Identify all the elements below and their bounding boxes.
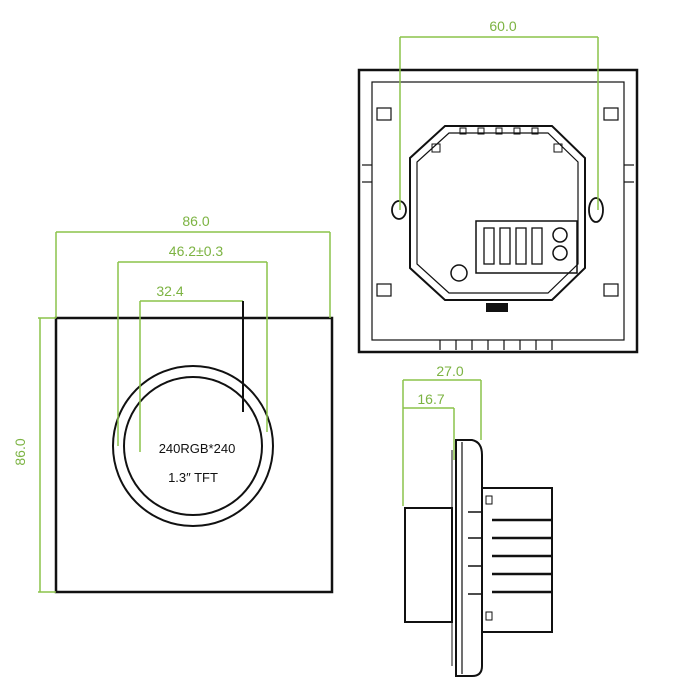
top-tabs <box>431 127 563 153</box>
hole-spacing-dimension: 60.0 <box>399 18 599 210</box>
terminal-block <box>475 220 578 274</box>
mounting-hole-left <box>391 200 407 220</box>
ring-diameter-dimension: 46.2±0.3 <box>117 243 268 446</box>
terminal-screw <box>552 245 568 261</box>
front-width-label: 86.0 <box>182 213 209 229</box>
screen-type-label: 1.3″ TFT <box>168 470 218 485</box>
side-pins <box>468 511 482 595</box>
front-height-label: 86.0 <box>12 438 28 465</box>
total-depth-dimension: 27.0 <box>402 363 482 506</box>
inner-ring <box>123 376 263 516</box>
side-fins <box>492 518 552 594</box>
side-body <box>404 507 453 623</box>
back-round-hole <box>450 264 468 282</box>
bottom-latch <box>486 303 508 312</box>
terminal-screw <box>552 227 568 243</box>
hole-spacing-label: 60.0 <box>489 18 516 34</box>
front-view: 240RGB*240 1.3″ TFT 86.0 46.2±0.3 32.4 <box>12 213 334 594</box>
corner-clip <box>376 283 392 297</box>
back-body-outline <box>409 125 586 301</box>
side-terminal-housing <box>482 487 553 633</box>
bottom-teeth <box>439 340 553 350</box>
back-body-inner <box>416 132 579 294</box>
corner-clip <box>603 283 619 297</box>
corner-clip <box>376 107 392 121</box>
back-view: 60.0 <box>357 18 639 354</box>
total-depth-label: 27.0 <box>436 363 463 379</box>
body-depth-dimension: 16.7 <box>403 391 455 460</box>
back-plate-inner-frame <box>371 81 625 341</box>
front-width-dimension: 86.0 <box>55 213 331 318</box>
side-view: 27.0 16.7 <box>402 363 553 677</box>
outer-ring <box>112 365 274 527</box>
front-height-dimension: 86.0 <box>12 317 56 593</box>
terminal-slots <box>483 227 543 265</box>
mounting-hole-right <box>588 197 604 223</box>
body-depth-label: 16.7 <box>417 391 444 407</box>
ring-diameter-label: 46.2±0.3 <box>169 243 224 259</box>
screen-width-dimension: 32.4 <box>139 283 244 452</box>
back-plate-outline <box>357 68 639 354</box>
corner-clip <box>603 107 619 121</box>
front-panel-outline <box>54 316 334 594</box>
screen-resolution-label: 240RGB*240 <box>159 441 236 456</box>
side-tab <box>485 611 493 621</box>
side-tab <box>485 495 493 505</box>
side-front-plate <box>455 439 483 677</box>
screen-width-label: 32.4 <box>156 283 183 299</box>
